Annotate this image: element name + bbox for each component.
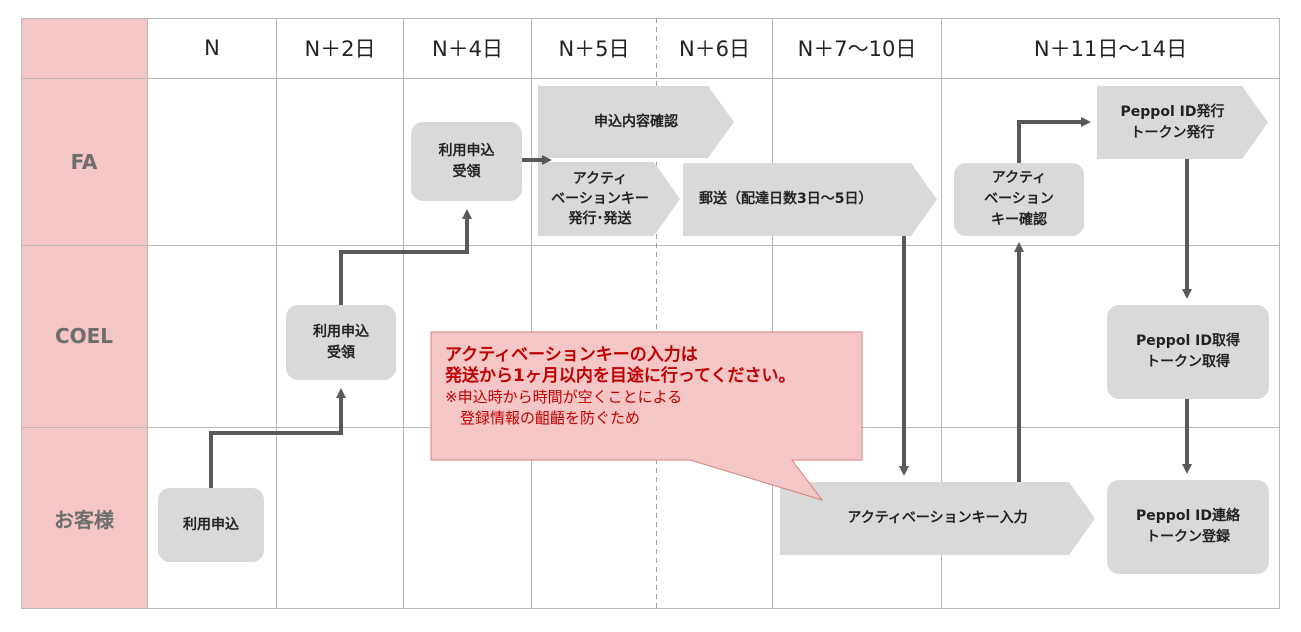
col-header-n11-14: N＋11日〜14日 <box>1033 37 1188 61</box>
grid-line <box>276 18 277 609</box>
lane-header-fa: FA <box>21 78 147 245</box>
grid-line <box>531 18 532 609</box>
col-header-n2: N＋2日 <box>304 37 376 61</box>
callout-note-line1: ※申込時から時間が空くことによる <box>445 388 683 406</box>
callout-main-line2: 発送から1ヶ月以内を目途に行ってください。 <box>445 366 796 386</box>
col-header-n4: N＋4日 <box>431 37 504 61</box>
callout-main-line1: アクティベーションキーの入力は <box>445 345 698 365</box>
grid-line <box>1279 18 1280 609</box>
lane-header-customer: お客様 <box>21 427 147 609</box>
arrow-coel-to-fa <box>339 209 472 305</box>
col-header-n5: N＋5日 <box>558 37 630 61</box>
corner-cell <box>21 18 147 78</box>
grid-line <box>147 18 148 609</box>
step-customer-apply: 利用申込 <box>158 488 264 562</box>
grid-line <box>941 18 942 609</box>
step-coel-receive: 利用申込 受領 <box>286 305 396 380</box>
arrow-apply-to-coel <box>209 388 346 488</box>
col-header-n6: N＋6日 <box>678 37 751 61</box>
grid-line <box>403 18 404 609</box>
callout-text: アクティベーションキーの入力は 発送から1ヶ月以内を目途に行ってください。 ※申… <box>445 345 865 429</box>
step-fa-confirm: 申込内容確認 <box>538 86 734 158</box>
step-fa-mail: 郵送（配達日数3日〜5日） <box>683 163 937 236</box>
grid-line <box>21 608 1280 609</box>
step-customer-key-input: アクティベーションキー入力 <box>780 482 1095 555</box>
arrow-check-to-issue <box>1017 117 1091 163</box>
grid-line <box>21 78 1280 79</box>
col-header-n: N <box>204 36 220 60</box>
col-header-n7-10: N＋7〜10日 <box>797 37 917 61</box>
grid-line <box>21 18 1280 19</box>
lane-header-coel: COEL <box>21 245 147 427</box>
callout-bubble <box>430 331 863 501</box>
step-customer-peppol-register: Peppol ID連絡 トークン登録 <box>1107 480 1269 574</box>
grid-line <box>21 245 1280 246</box>
step-fa-issue-key: アクティ ベーションキー 発行･発送 <box>538 162 680 236</box>
step-fa-receive: 利用申込 受領 <box>411 122 522 201</box>
step-fa-key-check: アクティ ベーション キー確認 <box>954 163 1084 236</box>
grid-line <box>21 18 22 609</box>
callout-note-line2: 登録情報の齟齬を防ぐため <box>445 409 641 427</box>
grid-line <box>772 18 773 609</box>
step-fa-peppol-issue: Peppol ID発行 トークン発行 <box>1097 86 1268 159</box>
step-coel-peppol-get: Peppol ID取得 トークン取得 <box>1107 305 1269 399</box>
